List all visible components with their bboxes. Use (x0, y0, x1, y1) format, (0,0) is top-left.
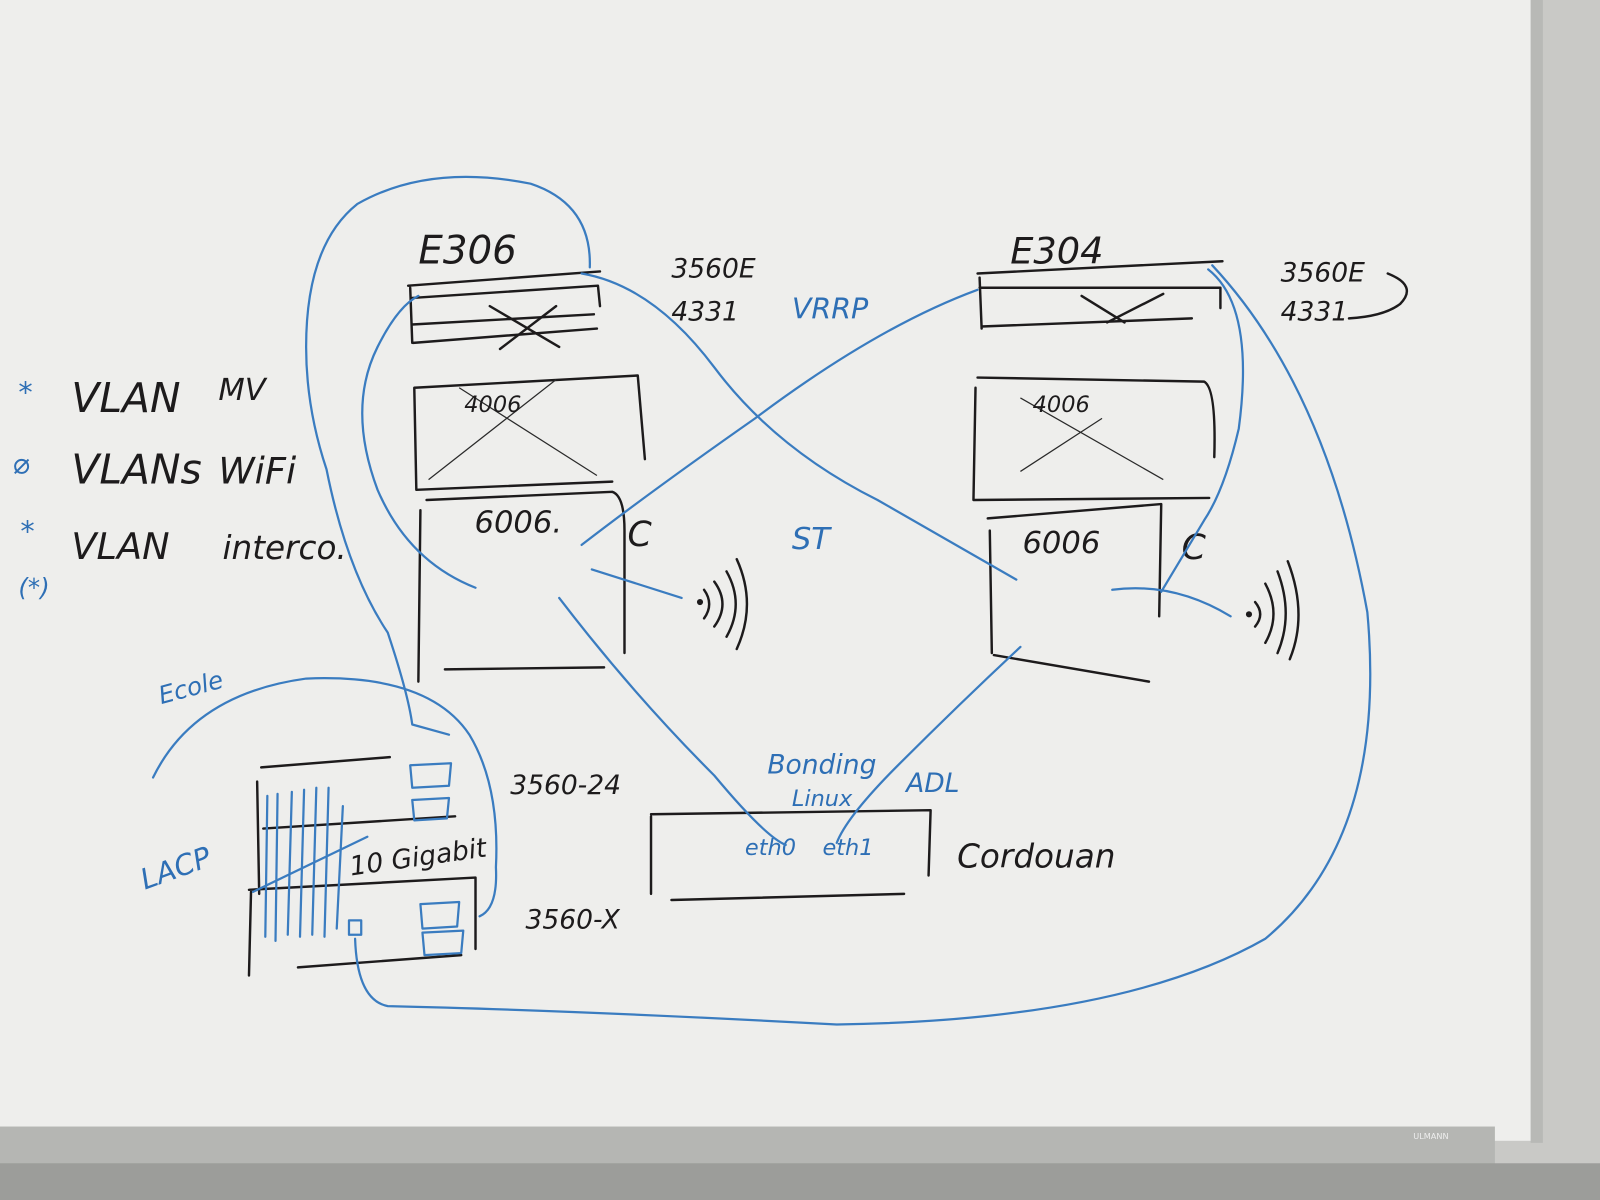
right-site: E304 3560E 4331 4006 6006 C (972, 229, 1409, 683)
server-name: Cordouan (957, 837, 1115, 875)
marker-tray (0, 1126, 1495, 1170)
svg-text:interco.: interco. (222, 529, 346, 567)
board-surface (0, 0, 1539, 1141)
svg-text:⌀: ⌀ (12, 446, 29, 480)
right-room-label: E304 (1010, 229, 1103, 272)
st-label: ST (792, 522, 832, 557)
svg-text:C: C (1182, 528, 1207, 568)
svg-text:4331: 4331 (1281, 296, 1348, 327)
svg-text:*: * (20, 514, 34, 548)
svg-text:Bonding: Bonding (767, 749, 876, 780)
left-room-label: E306 (418, 228, 516, 273)
server-cordouan: Bonding Linux ADL eth0 eth1 Cordouan (649, 749, 1115, 902)
vlan-legend: * VLAN MV ⌀ VLANs WiFi * VLAN interco. (… (12, 373, 347, 602)
left-device-label: 6006. (474, 506, 562, 541)
vrrp-label: VRRP (792, 291, 869, 325)
svg-text:VLANs: VLANs (71, 446, 201, 494)
svg-text:4006: 4006 (464, 392, 521, 418)
svg-text:WiFi: WiFi (218, 450, 297, 493)
svg-text:(*): (*) (18, 573, 49, 602)
svg-text:Linux: Linux (792, 786, 853, 812)
svg-text:eth0: eth0 (745, 835, 796, 861)
svg-text:4331: 4331 (671, 296, 738, 327)
svg-text:3560E: 3560E (671, 254, 755, 285)
svg-text:VLAN: VLAN (71, 525, 169, 568)
svg-text:3560E: 3560E (1281, 258, 1365, 289)
svg-text:*: * (18, 375, 32, 409)
svg-text:3560-24: 3560-24 (510, 770, 621, 801)
svg-text:3560-X: 3560-X (526, 905, 621, 936)
svg-text:ADL: ADL (904, 768, 959, 799)
brand-label: ULMANN (1413, 1131, 1448, 1141)
svg-text:VLAN: VLAN (71, 374, 180, 422)
svg-text:C: C (628, 515, 653, 555)
right-device-label: 6006 (1022, 526, 1100, 561)
svg-text:4006: 4006 (1033, 392, 1090, 418)
svg-text:MV: MV (218, 373, 267, 408)
board-frame-right (1530, 0, 1543, 1143)
network-links (305, 175, 1372, 1026)
wifi-icon (702, 557, 749, 651)
svg-text:eth1: eth1 (822, 835, 873, 861)
left-site: E306 3560E 4331 4006 6006. C (406, 228, 756, 683)
